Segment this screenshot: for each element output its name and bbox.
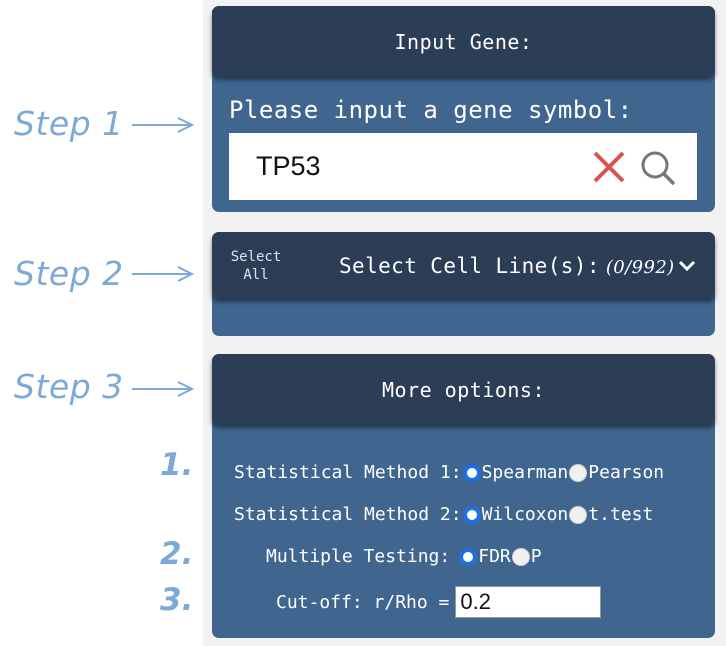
right-arrow-icon <box>132 266 195 282</box>
cell-line-panel: Select All Select Cell Line(s):(0/992) <box>212 232 715 336</box>
cutoff-label: Cut-off: r/Rho = <box>276 591 450 613</box>
cell-line-label: Select Cell Line(s):(0/992) <box>339 254 675 278</box>
radio-pearson[interactable] <box>569 463 588 482</box>
radio-ttest[interactable] <box>569 505 588 524</box>
radio-spearman[interactable] <box>462 463 481 482</box>
stat-method-2-row: Statistical Method 2: Wilcoxon t.test <box>234 504 653 525</box>
cell-line-title: Select Cell Line(s): <box>339 254 600 278</box>
multiple-testing-row: Multiple Testing: FDR P <box>266 546 542 567</box>
cutoff-input[interactable] <box>455 586 602 618</box>
gene-input-value[interactable]: TP53 <box>256 151 321 181</box>
chevron-down-icon[interactable] <box>677 258 697 274</box>
radio-wilcoxon[interactable] <box>462 505 481 524</box>
option-number-1: 1. <box>160 447 194 483</box>
search-icon[interactable] <box>638 148 678 188</box>
cell-line-header[interactable]: Select All Select Cell Line(s):(0/992) <box>212 232 715 298</box>
input-gene-header: Input Gene: <box>212 6 715 76</box>
stat-method-2-label: Statistical Method 2: <box>234 504 462 525</box>
gene-prompt-label: Please input a gene symbol: <box>229 96 633 124</box>
more-options-panel: More options: Statistical Method 1: Spea… <box>212 354 715 638</box>
step-1-label: Step 1 <box>14 104 124 143</box>
select-all-button[interactable]: Select All <box>222 248 290 284</box>
radio-fdr[interactable] <box>459 547 478 566</box>
stat-method-1-label: Statistical Method 1: <box>234 462 462 483</box>
input-gene-panel: Input Gene: Please input a gene symbol: … <box>212 6 715 212</box>
step-2-label: Step 2 <box>14 254 124 293</box>
close-icon[interactable] <box>591 149 627 185</box>
radio-pearson-label[interactable]: Pearson <box>588 462 665 483</box>
step-3-label: Step 3 <box>14 367 124 406</box>
gene-search-field[interactable]: TP53 <box>229 133 697 200</box>
radio-p[interactable] <box>511 547 530 566</box>
cutoff-row: Cut-off: r/Rho = <box>276 586 602 618</box>
radio-wilcoxon-label[interactable]: Wilcoxon <box>481 504 569 525</box>
input-gene-title: Input Gene: <box>394 30 533 54</box>
stat-method-1-row: Statistical Method 1: Spearman Pearson <box>234 462 664 483</box>
right-arrow-icon <box>132 117 195 133</box>
option-number-2: 2. <box>160 536 194 572</box>
radio-ttest-label[interactable]: t.test <box>588 504 654 525</box>
option-number-3: 3. <box>160 582 194 618</box>
right-arrow-icon <box>132 381 195 397</box>
cell-line-count: (0/992) <box>605 257 675 278</box>
radio-p-label[interactable]: P <box>530 546 542 567</box>
select-all-label: All <box>243 267 269 283</box>
more-options-title: More options: <box>381 378 546 402</box>
radio-fdr-label[interactable]: FDR <box>478 546 511 567</box>
radio-spearman-label[interactable]: Spearman <box>481 462 569 483</box>
more-options-header[interactable]: More options: <box>212 354 715 424</box>
multiple-testing-label: Multiple Testing: <box>266 546 451 567</box>
select-all-label: Select <box>230 249 282 265</box>
